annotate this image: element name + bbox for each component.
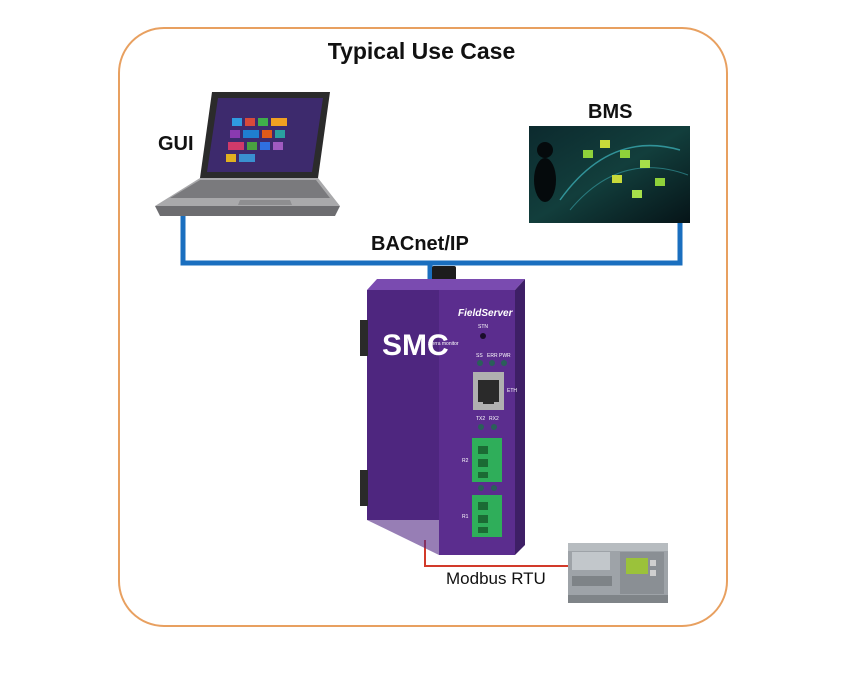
- svg-text:RX2: RX2: [489, 416, 499, 422]
- led-rx2: [491, 424, 497, 430]
- led-tx2: [478, 424, 484, 430]
- svg-text:ETH: ETH: [507, 388, 517, 394]
- svg-text:STN: STN: [478, 324, 488, 330]
- svg-text:SS: SS: [476, 353, 483, 359]
- brand-logo: SMC: [382, 329, 449, 362]
- svg-text:ERR: ERR: [487, 353, 498, 359]
- svg-text:PWR: PWR: [499, 353, 511, 359]
- led-err: [489, 360, 495, 366]
- svg-text:R2: R2: [462, 458, 469, 464]
- windows-tiles: [226, 118, 287, 162]
- modbus-rtu-line: [424, 540, 568, 567]
- led-pwr: [501, 360, 507, 366]
- svg-text:R1: R1: [462, 514, 469, 520]
- bacnet-ip-label: BACnet/IP: [371, 233, 469, 255]
- use-case-frame: [118, 27, 728, 627]
- led-ss: [477, 360, 483, 366]
- stn-button: [480, 333, 486, 339]
- bms-label: BMS: [588, 101, 633, 123]
- product-name: FieldServer: [458, 308, 514, 319]
- diagram-title: Typical Use Case: [327, 38, 516, 64]
- gui-label: GUI: [158, 133, 194, 155]
- svg-text:sierra monitor: sierra monitor: [428, 341, 459, 347]
- modbus-rtu-label: Modbus RTU: [446, 569, 546, 588]
- svg-text:TX2: TX2: [476, 416, 485, 422]
